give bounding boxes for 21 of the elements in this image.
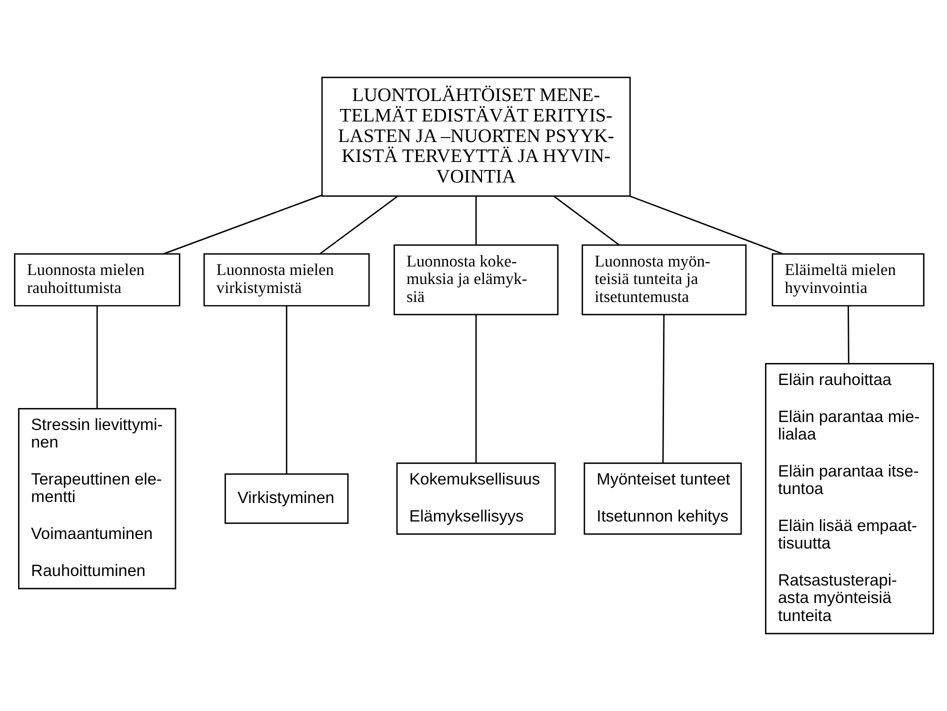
connector — [474, 196, 476, 246]
connector — [847, 306, 849, 364]
node-box: Kokemuksellisuus Elämyksellisyys — [396, 462, 556, 535]
connector — [474, 314, 476, 464]
node-box: Luonnosta mielen rauhoittumista — [14, 253, 180, 306]
node-box: Stressin lievittymi- nen Terapeuttinen ele- mentti Voimaantuminen Rauhoittuminen — [18, 408, 176, 590]
connector — [553, 196, 620, 246]
node-box: Luonnosta myön- teisiä tunteita ja itsetuntemusta — [581, 244, 746, 316]
connector — [163, 194, 322, 254]
connector — [662, 314, 664, 464]
node-box: Eläin rauhoittaa Eläin parantaa mie- lialaa Eläin parantaa itse- tuntoa Eläin lisää empaat- tisuutta Ratsastusterapi- asta myönteisiä tunteita — [764, 363, 934, 634]
connector — [319, 196, 398, 254]
node-box: Virkistyminen — [224, 473, 348, 524]
node-box: Luonnosta mielen virkistymistä — [202, 253, 370, 306]
node-box: Myönteiset tunteet Itsetunnon kehitys — [583, 462, 742, 535]
node-box: LUONTOLÄHTÖISET MENE- TELMÄT EDISTÄVÄT ERITYIS- LASTEN JA –NUORTEN PSYYK- KISTÄ TERVEYTTÄ JA HYVIN- VOINTIA — [320, 76, 630, 197]
node-box: Luonnosta koke- muksia ja elämyk- siä — [393, 244, 558, 316]
connector — [96, 306, 98, 408]
node-box: Eläimeltä mielen hyvinvointia — [771, 253, 924, 306]
connector — [629, 196, 783, 254]
connector — [285, 306, 287, 474]
